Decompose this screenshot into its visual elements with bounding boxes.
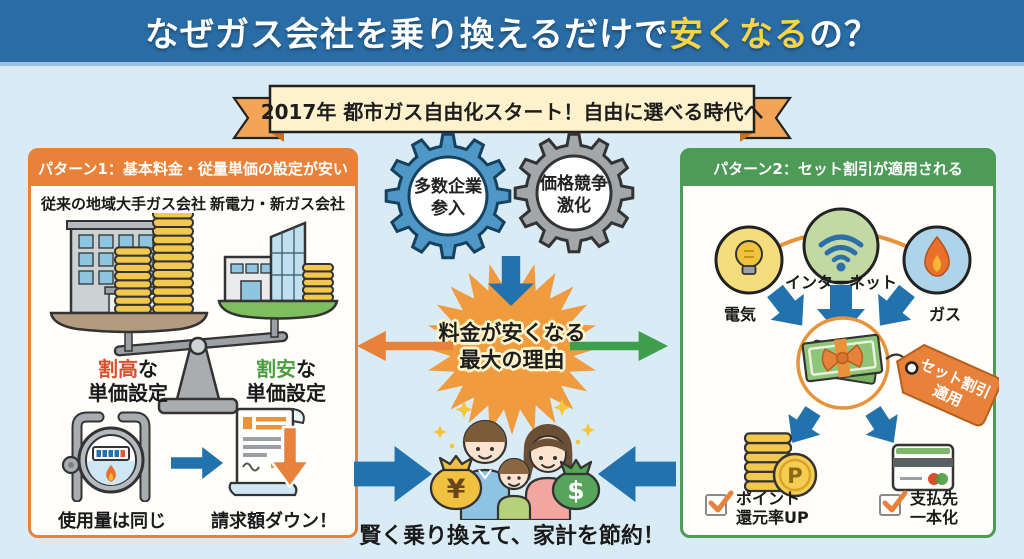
gear1-text-line1: 多数企業 [414,176,482,197]
point-coin-icon: P [772,452,818,498]
pattern2-diagram: セット割引 適用 P [714,207,999,498]
checkbox-icon [879,490,908,516]
coin-stack-right-icon [302,263,334,302]
down-arrow-orange-icon [269,425,311,489]
checkmark-icon [882,490,908,513]
page-header: なぜガス会社を乗り換えるだけで安くなるの？ [0,0,1024,66]
company-labels: 従来の地域大手ガス会社 新電力・新ガス会社 [31,193,355,214]
burst-line1: 料金が安くなる [438,321,586,345]
coin-stack-small-icon [114,246,152,315]
checkmark-icon [708,490,734,513]
right-scale-pan [217,299,339,320]
pattern1-bottom-labels: 使用量は同じ 請求額ダウン！ [31,507,355,533]
title-prefix: なぜガス会社を乗り換えるだけで [145,14,669,55]
bottom-message: 賢く乗り換えて、家計を節約！ [359,524,665,549]
diag-arrow-right-icon [865,406,898,443]
dollar-symbol: $ [567,476,584,505]
title-highlight: 安くなる [668,14,809,55]
page-title: なぜガス会社を乗り換えるだけで安くなるの？ [145,7,879,56]
new-company-label: 新電力・新ガス会社 [209,195,345,213]
usage-label: 使用量は同じ [58,511,166,532]
gas-icon [902,225,972,295]
family-icon: ¥ $ [429,399,601,520]
gears-icon: 多数企業 参入 価格競争 激化 [384,132,635,260]
internet-label: インターネット [784,273,897,292]
sparkle-icons [433,399,595,449]
internet-icon [802,207,880,285]
discount-tag-icon: セット割引 適用 [896,343,999,427]
title-suffix: の？ [808,14,879,55]
inward-arrow-right-icon [598,446,676,502]
ribbon-fold-left [270,132,284,142]
old-company-label: 従来の地域大手ガス会社 [41,195,207,213]
down-arrow-mid-icon [817,285,865,337]
starburst-icon [425,261,599,435]
right-arrow-icon [171,447,223,479]
bundled-money-icon [796,316,890,410]
benefit1-line2: 還元率UP [736,508,809,528]
benefit2-line1: 支払先 [910,489,959,508]
dollar-money-bag-icon: $ [551,458,601,511]
cheap-suffix: な [296,357,316,381]
expensive-line2: 単価設定 [88,381,168,405]
electricity-label: 電気 [723,305,756,324]
burst-text: 料金が安くなる 最大の理由 [404,320,620,375]
gear2-text-line1: 価格競争 [539,173,608,194]
balance-scale-icon [49,213,339,415]
credit-card-icon [891,443,955,492]
child-figure [496,457,532,520]
gas-label: ガス [928,305,961,324]
benefit2-line2: 一本化 [910,508,959,528]
cheap-highlight: 割安 [256,357,296,381]
down-arrow-left-icon [767,284,804,326]
diag-arrow-left-icon [788,406,821,443]
pattern1-title: パターン1：基本料金・従量単価の設定が安い [30,150,356,186]
benefit2-label: 支払先 一本化 [910,489,958,527]
new-company-building-icon [223,221,307,303]
expensive-highlight: 割高 [98,357,138,381]
starburst-shape [425,261,599,435]
electricity-icon [714,225,784,295]
ribbon-fold-right [740,132,754,142]
ribbon-text: 2017年 都市ガス自由化スタート！自由に選べる時代へ [260,99,764,124]
ribbon-bar [268,84,756,134]
gear2-text-line2: 激化 [557,195,591,216]
benefit1-line1: ポイント [736,489,801,508]
cheap-price-label: 割安な 単価設定 [216,357,356,405]
down-arrow-right-icon [878,284,915,326]
benefit-points: ポイント 還元率UP [705,489,809,527]
invoice-icon [228,407,311,497]
benefit1-label: ポイント 還元率UP [736,489,809,527]
gas-meter-icon [61,411,151,502]
coin-stack-tall-icon [152,213,194,315]
burst-line2: 最大の理由 [459,348,565,373]
gear1-text-line2: 参入 [431,198,465,219]
inward-arrow-left-icon [354,446,432,502]
checkbox-icon [705,490,734,516]
ribbon-banner-icon [232,84,792,142]
pattern2-title: パターン2：セット割引が適用される [682,150,994,186]
yen-money-bag-icon: ¥ [429,454,483,511]
benefit-payment: 支払先 一本化 [879,489,958,527]
left-scale-pan [49,311,209,334]
pattern2-panel: パターン2：セット割引が適用される [680,148,999,538]
meter-display-bars [96,450,125,457]
yen-symbol: ¥ [447,474,466,505]
expensive-suffix: な [138,357,158,381]
cheap-line2: 単価設定 [246,381,326,405]
point-coin-letter: P [787,464,802,488]
pattern1-panel: パターン1：基本料金・従量単価の設定が安い 従来の地域大手ガス会社 新電力・新ガ… [28,148,358,538]
expensive-price-label: 割高な 単価設定 [58,357,198,405]
bill-label: 請求額ダウン！ [211,511,337,532]
